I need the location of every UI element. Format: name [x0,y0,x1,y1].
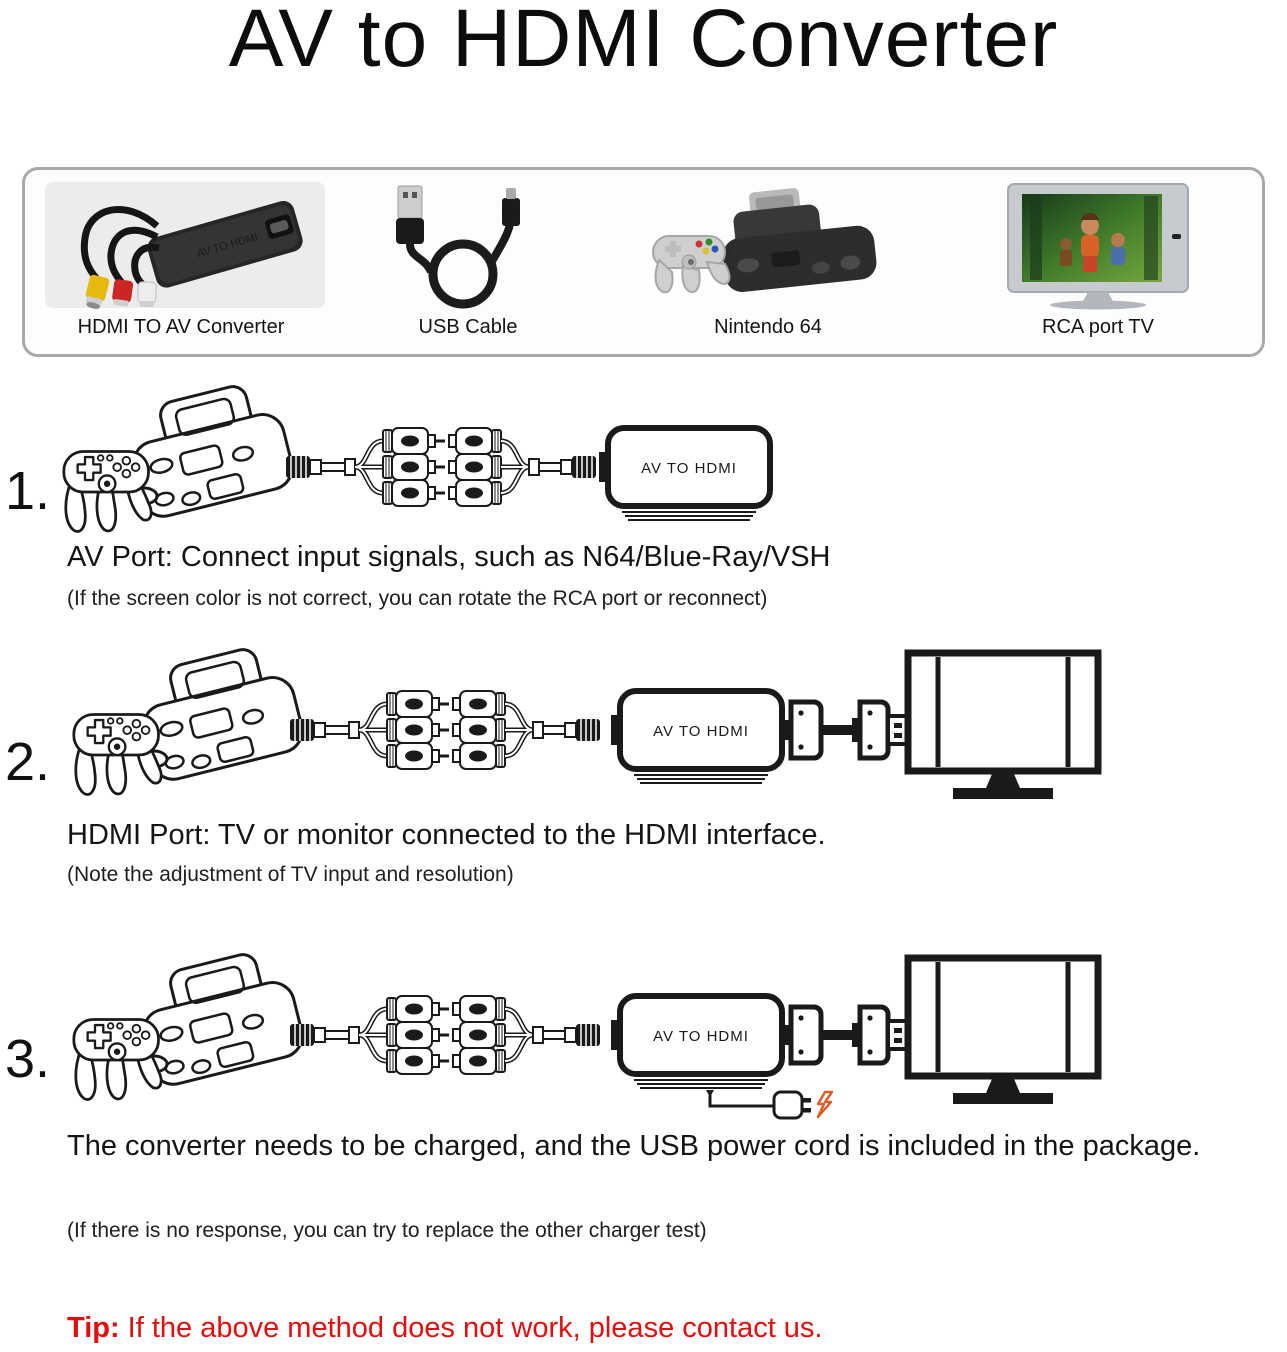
rca-cable-art [286,428,596,506]
rca-tv-image [1007,183,1189,310]
step-3-heading: The converter needs to be charged, and t… [67,1130,1201,1162]
n64-console-art [62,385,299,534]
rca-cable-art [290,691,600,769]
step-2-heading: HDMI Port: TV or monitor connected to th… [67,819,826,851]
hdmi-cable-art [782,702,908,758]
converter-label: AV TO HDMI [653,723,749,740]
step-1-heading: AV Port: Connect input signals, such as … [67,541,831,573]
product-label-rca-tv: RCA port TV [1042,316,1154,338]
step-3-diagram: AV TO HDMI [72,950,1120,1120]
page-title: AV to HDMI Converter [228,0,1059,84]
rca-cable-art [290,996,600,1074]
step-1-note: (If the screen color is not correct, you… [67,587,768,610]
product-item-usb-cable: USB Cable [368,182,568,339]
product-item-rca-tv: RCA port TV [978,182,1218,339]
tip-label: Tip: [67,1312,120,1344]
product-label-nintendo-64: Nintendo 64 [714,316,822,338]
step-3-note: (If there is no response, you can try to… [67,1219,707,1242]
tip-line: Tip: If the above method does not work, … [67,1312,823,1345]
step-1-diagram: AV TO HDMI [62,385,810,534]
step-2-number: 2. [5,732,51,792]
step-1-number: 1. [5,461,51,521]
product-label-converter: HDMI TO AV Converter [77,316,285,338]
product-label-usb-cable: USB Cable [418,316,518,338]
usb-cable-image [396,185,520,309]
step-3-number: 3. [5,1029,51,1089]
usb-charger-art [704,1088,834,1120]
converter-label: AV TO HDMI [641,460,737,477]
nintendo-64-image [652,188,877,294]
hdmi-to-av-converter-image: AV TO HDMI [45,182,325,309]
product-item-converter: AV TO HDMI HDMI TO A [31,182,331,339]
converter-label: AV TO HDMI [653,1028,749,1045]
hdmi-cable-art [782,1007,908,1063]
tv-art [908,958,1098,1104]
step-2-note: (Note the adjustment of TV input and res… [67,863,514,886]
package-contents-box: AV TO HDMI HDMI TO A [22,167,1265,357]
product-item-nintendo-64: Nintendo 64 [643,182,893,339]
tv-art [908,653,1098,799]
tip-text: If the above method does not work, pleas… [119,1312,823,1344]
n64-console-art [72,645,309,797]
n64-console-art [72,950,309,1102]
step-2-diagram: AV TO HDMI [72,645,1120,820]
